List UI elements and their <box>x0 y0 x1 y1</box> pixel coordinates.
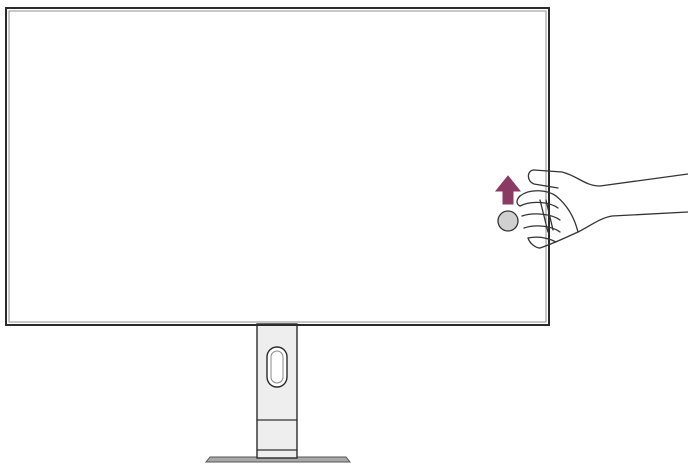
monitor-screen <box>5 7 550 326</box>
monitor-stand-base <box>204 456 352 463</box>
arrow-up-icon <box>494 175 522 205</box>
control-button <box>497 210 519 232</box>
hand-icon <box>516 169 688 249</box>
cable-hole <box>266 346 288 388</box>
monitor-stand-neck <box>256 323 298 459</box>
